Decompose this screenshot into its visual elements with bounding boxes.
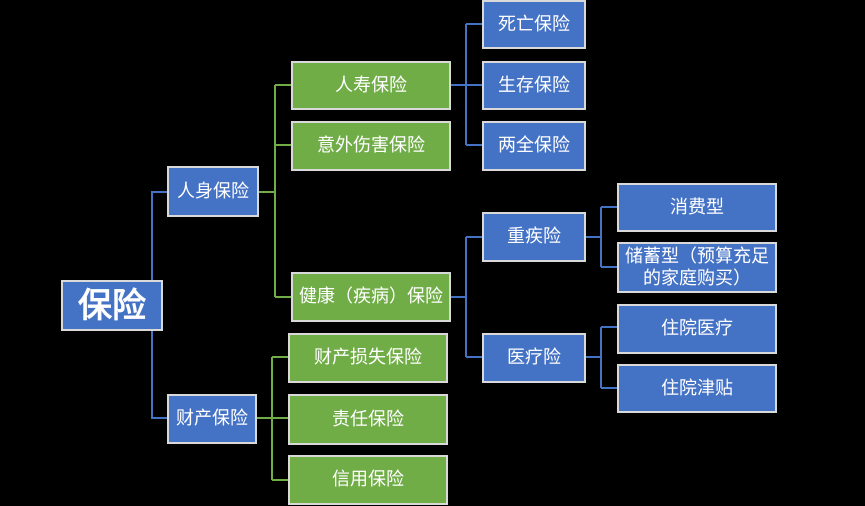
node-death-insurance: 死亡保险 — [482, 0, 586, 49]
node-credit-insurance: 信用保险 — [288, 455, 448, 505]
node-property-loss-insurance: 财产损失保险 — [288, 333, 448, 383]
node-property-insurance: 财产保险 — [167, 394, 257, 444]
root-node-insurance: 保险 — [61, 280, 163, 331]
node-inpatient-medical: 住院医疗 — [617, 304, 777, 354]
node-liability-insurance: 责任保险 — [288, 394, 448, 445]
node-health-insurance: 健康（疾病）保险 — [291, 272, 451, 322]
node-personal-insurance: 人身保险 — [167, 166, 259, 217]
node-savings-type: 储蓄型（预算充足的家庭购买） — [617, 242, 777, 293]
node-critical-illness: 重疾险 — [482, 212, 586, 262]
node-medical-insurance: 医疗险 — [482, 333, 586, 383]
node-inpatient-allowance: 住院津贴 — [617, 364, 777, 413]
node-endowment-insurance: 两全保险 — [482, 121, 586, 171]
node-survival-insurance: 生存保险 — [482, 61, 586, 110]
node-accident-insurance: 意外伤害保险 — [291, 121, 451, 171]
node-life-insurance: 人寿保险 — [291, 61, 451, 110]
node-consumption-type: 消费型 — [617, 183, 777, 232]
